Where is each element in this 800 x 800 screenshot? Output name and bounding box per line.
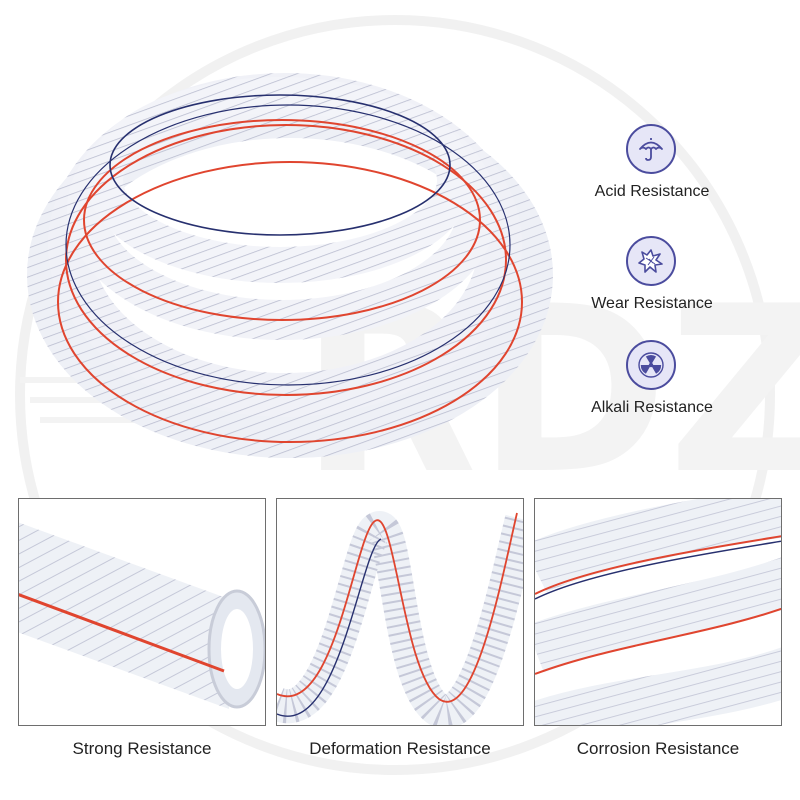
feature-wear-resistance: Wear Resistance <box>560 236 760 336</box>
panel-caption: Deformation Resistance <box>309 739 491 758</box>
hose-coil-image <box>27 73 553 458</box>
panel-caption: Corrosion Resistance <box>576 739 740 758</box>
panel-caption: Strong Resistance <box>72 739 212 758</box>
hose-loop-image <box>535 499 781 725</box>
wear-splash-icon <box>626 236 676 286</box>
feature-acid-resistance: Acid Resistance <box>560 124 760 224</box>
panel-corrosion-resistance <box>534 498 782 726</box>
feature-label: Acid Resistance <box>594 183 710 200</box>
feature-alkali-resistance: Alkali Resistance <box>560 340 760 440</box>
radiation-icon <box>626 340 676 390</box>
feature-label: Alkali Resistance <box>591 399 713 416</box>
panel-strong-resistance <box>18 498 266 726</box>
hose-bend-image <box>277 511 523 725</box>
feature-label: Wear Resistance <box>591 295 713 312</box>
hose-closeup-image <box>19 522 265 709</box>
panel-deformation-resistance <box>276 498 524 726</box>
umbrella-icon <box>626 124 676 174</box>
